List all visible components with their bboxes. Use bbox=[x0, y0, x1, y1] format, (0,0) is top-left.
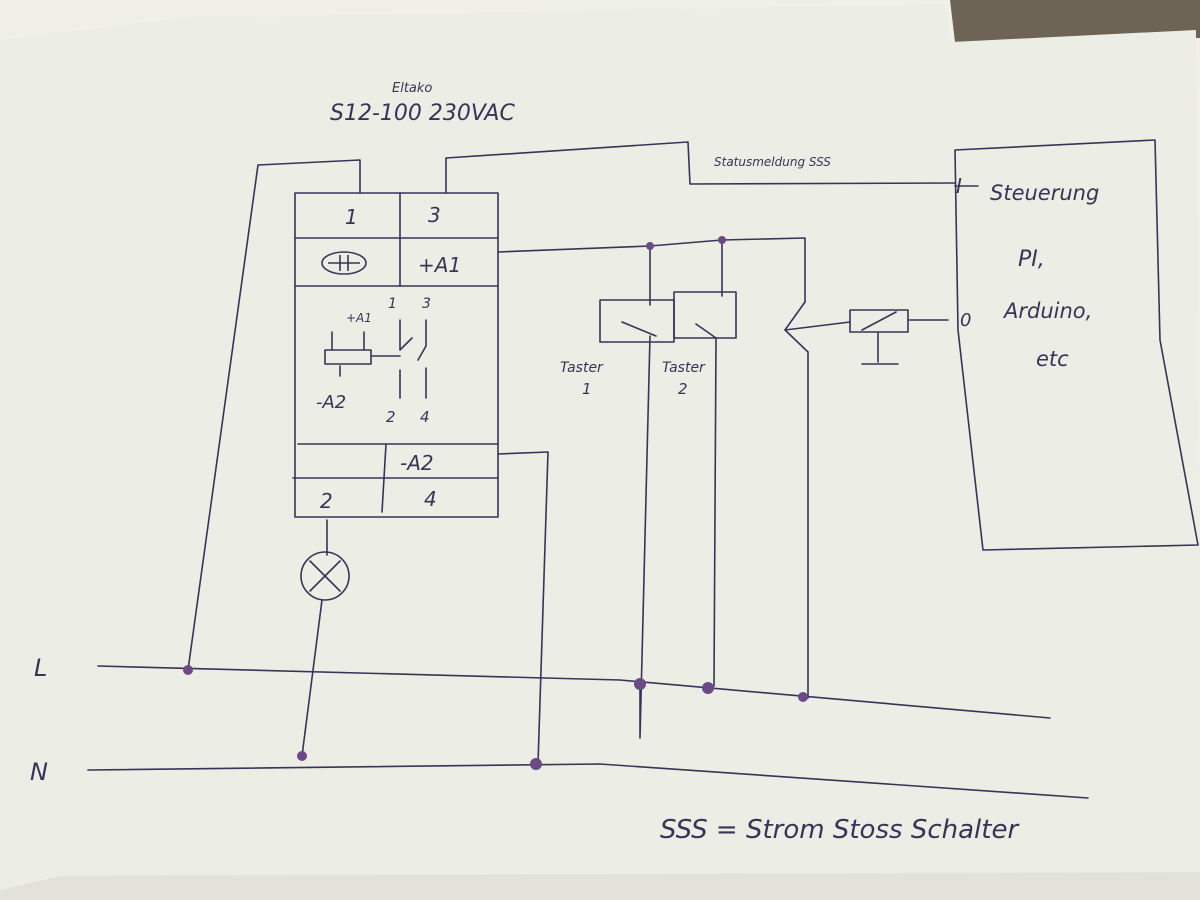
controller-relay-ground bbox=[861, 331, 899, 365]
rail-n-label: N bbox=[30, 758, 48, 786]
rail-l-label: L bbox=[34, 654, 47, 682]
inner-contact-1 bbox=[370, 319, 413, 399]
node-l-controller bbox=[798, 692, 808, 702]
terminal-2-label: 2 bbox=[320, 489, 333, 513]
controller-pi: PI, bbox=[1018, 247, 1045, 272]
controller-arduino: Arduino, bbox=[1002, 299, 1092, 323]
front-paper-sheet bbox=[0, 4, 1200, 900]
controller-relay-coil bbox=[849, 309, 909, 333]
rail-l-line bbox=[97, 665, 1051, 719]
controller-box bbox=[954, 139, 1199, 551]
lamp-cross-b bbox=[309, 560, 341, 592]
terminal-1-label: 1 bbox=[345, 205, 358, 229]
node-n-a2 bbox=[530, 758, 542, 770]
inner-a1-label: +A1 bbox=[346, 311, 372, 325]
lamp-symbol bbox=[300, 551, 350, 601]
wire-terminal1-to-l bbox=[187, 159, 361, 671]
node-l-terminal1 bbox=[183, 665, 193, 675]
node-n-lamp bbox=[297, 751, 307, 761]
button-2-number: 2 bbox=[678, 380, 688, 398]
relay-body bbox=[294, 192, 499, 518]
controller-contact bbox=[784, 301, 809, 699]
controller-relay-diagonal bbox=[861, 311, 897, 331]
controller-contact-link bbox=[784, 321, 851, 331]
terminal-a2-label: -A2 bbox=[400, 451, 434, 475]
node-a1-button2 bbox=[718, 236, 726, 244]
rail-n-line bbox=[87, 763, 1089, 799]
terminal-4-label: 4 bbox=[424, 487, 437, 511]
status-label: Statusmeldung SSS bbox=[714, 155, 831, 169]
relay-mode-symbol bbox=[321, 251, 367, 275]
inner-a2-label: -A2 bbox=[316, 392, 346, 413]
controller-etc: etc bbox=[1036, 347, 1069, 371]
inner-coil-leads bbox=[331, 331, 365, 377]
footnote: SSS = Strom Stoss Schalter bbox=[660, 815, 1020, 845]
inner-coil bbox=[324, 349, 372, 365]
node-l-button1 bbox=[634, 678, 646, 690]
button-1-number: 1 bbox=[582, 380, 592, 398]
controller-input-label: I bbox=[956, 174, 962, 198]
wire-terminal3-status bbox=[445, 141, 956, 194]
inner-1-label: 1 bbox=[388, 296, 397, 312]
wiring bbox=[87, 139, 1199, 799]
inner-3-label: 3 bbox=[422, 296, 431, 312]
brand-label: Eltako bbox=[392, 81, 432, 96]
node-a1-button1 bbox=[646, 242, 654, 250]
mode-ellipse bbox=[321, 251, 367, 275]
inner-2-label: 2 bbox=[386, 408, 396, 426]
button-2-box bbox=[673, 291, 737, 339]
wire-lamp-to-n bbox=[301, 599, 323, 757]
button-1-label: Taster bbox=[560, 360, 604, 376]
inner-contact-3 bbox=[417, 319, 427, 399]
model-label: S12-100 230VAC bbox=[330, 101, 515, 126]
terminal-3-label: 3 bbox=[428, 203, 441, 227]
relay-bottom-divider bbox=[381, 443, 387, 513]
controller-output-label: 0 bbox=[960, 310, 971, 331]
button-1-contact bbox=[621, 245, 657, 739]
paper-edge-shadow bbox=[0, 872, 1200, 900]
button-2-contact bbox=[695, 239, 723, 687]
wire-a2-to-n bbox=[497, 451, 549, 765]
terminal-a1-label: +A1 bbox=[418, 253, 461, 277]
inner-4-label: 4 bbox=[420, 408, 430, 426]
button-2-label: Taster bbox=[662, 360, 706, 376]
controller-title: Steuerung bbox=[990, 181, 1099, 205]
connection-nodes bbox=[183, 236, 808, 770]
node-l-button2 bbox=[702, 682, 714, 694]
